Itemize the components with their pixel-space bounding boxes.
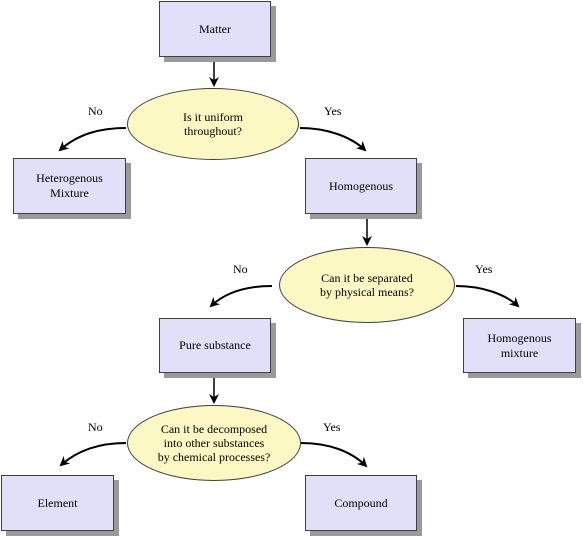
arrow-separated-yes [455,285,520,308]
arrow-uniform-yes [299,127,367,152]
node-compound: Compound [305,475,417,531]
label-uniform-no: No [88,104,103,118]
label-uniform-yes: Yes [324,104,342,118]
node-element: Element [1,475,114,531]
node-pure-substance: Pure substance [159,318,271,373]
decision-uniform: Is it uniform throughout? [127,88,299,160]
node-heterogenous-mixture: Heterogenous Mixture [13,158,126,214]
arrow-decomposed-no [59,442,127,467]
decision-decomposed: Can it be decomposed into other substanc… [127,405,301,481]
label-separated-yes: Yes [475,262,493,276]
label-decomposed-no: No [88,420,103,434]
label-separated-no: No [233,262,248,276]
node-homogenous: Homogenous [305,158,417,214]
arrow-uniform-no [58,127,127,152]
arrow-separated-no [209,285,273,308]
node-matter: Matter [159,1,271,57]
decision-separated: Can it be separated by physical means? [279,247,455,323]
label-decomposed-yes: Yes [323,420,341,434]
arrow-decomposed-yes [300,442,368,468]
node-homogenous-mixture: Homogenous mixture [463,318,576,373]
